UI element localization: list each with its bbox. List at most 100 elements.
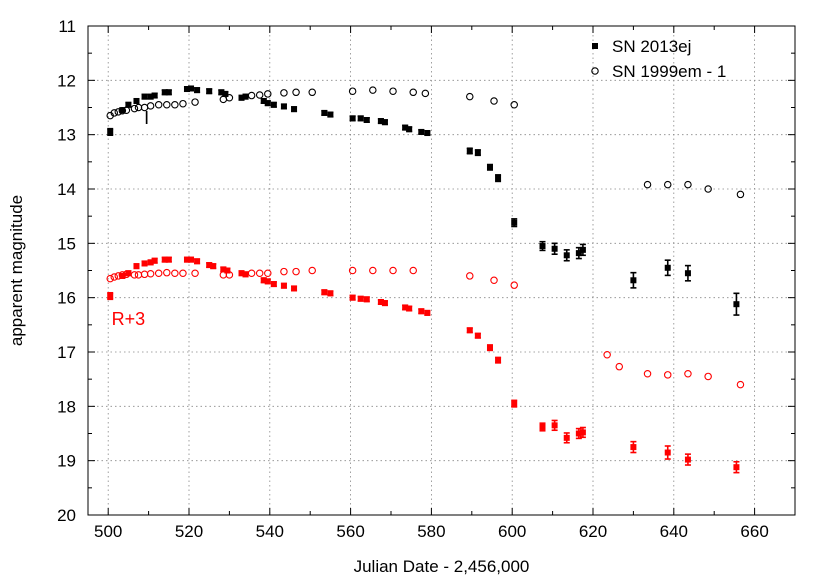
y-axis-label: apparent magnitude (7, 195, 26, 346)
data-point (363, 116, 370, 123)
data-point (130, 271, 139, 279)
axis-ticks (88, 25, 796, 516)
data-point (389, 266, 397, 275)
data-point (348, 266, 357, 275)
data-point (369, 266, 377, 275)
data-point (179, 99, 187, 108)
data-point (107, 291, 114, 301)
data-point (270, 101, 277, 108)
data-point (579, 426, 586, 439)
data-point (490, 97, 498, 105)
data-point (191, 98, 199, 106)
data-point (418, 308, 425, 315)
data-point (165, 256, 172, 263)
data-point (280, 282, 287, 289)
y-tick-label: 12 (57, 71, 76, 90)
data-point (264, 90, 272, 98)
data-point (510, 101, 518, 109)
data-point (280, 267, 288, 276)
data-point (466, 147, 473, 155)
data-point (369, 86, 377, 94)
data-point (191, 269, 199, 277)
data-point (615, 362, 624, 371)
data-point (409, 88, 417, 97)
data-point (733, 460, 740, 474)
y-tick-label: 13 (57, 126, 76, 145)
legend-item: SN 1999em - 1 (591, 62, 726, 81)
data-point (255, 91, 264, 99)
x-tick-label: 500 (94, 522, 122, 541)
data-point (474, 332, 481, 339)
data-point (539, 422, 546, 432)
data-point (106, 274, 114, 283)
data-point (308, 266, 316, 275)
data-point (194, 258, 201, 265)
data-point (151, 257, 158, 264)
data-point (292, 88, 300, 97)
data-point (663, 180, 672, 189)
data-point (292, 267, 300, 276)
data-point (264, 278, 271, 285)
legend-label: SN 2013ej (612, 37, 691, 56)
y-tick-label: 16 (57, 289, 76, 308)
data-point (349, 294, 356, 301)
data-point (704, 185, 712, 193)
data-point (238, 270, 245, 277)
data-point (238, 94, 245, 101)
data-point (511, 399, 518, 408)
data-point (551, 242, 558, 255)
data-point (327, 111, 334, 118)
x-tick-label: 600 (498, 522, 526, 541)
data-point (118, 107, 127, 115)
data-point (188, 256, 195, 263)
data-point (643, 180, 652, 189)
data-point (466, 92, 474, 101)
y-tick-label: 17 (57, 343, 76, 362)
data-point (130, 104, 139, 113)
data-point (736, 380, 745, 389)
data-point (406, 126, 413, 133)
data-point (551, 419, 558, 432)
data-point (321, 109, 328, 116)
data-point (321, 289, 328, 296)
data-point (357, 295, 364, 302)
data-point (264, 269, 272, 277)
x-axis-label: Julian Date - 2,456,000 (354, 557, 530, 576)
legend-item: SN 2013ej (592, 37, 691, 56)
plot-frame (87, 25, 796, 516)
data-point (733, 292, 740, 316)
data-point (247, 269, 256, 277)
data-point (270, 281, 277, 288)
data-point (381, 119, 388, 126)
data-point (146, 102, 155, 110)
data-point (242, 271, 249, 278)
annotations: IR+3 (112, 108, 149, 329)
data-point (563, 432, 570, 444)
data-point (575, 427, 582, 440)
data-point (107, 127, 114, 137)
x-tick-label: 560 (336, 522, 364, 541)
legend-marker (591, 67, 599, 75)
data-point (486, 344, 493, 352)
data-point (188, 85, 195, 92)
y-tick-label: 15 (57, 234, 76, 253)
data-point (490, 276, 498, 285)
data-point (406, 305, 413, 312)
data-point (118, 271, 127, 279)
data-point (474, 149, 481, 157)
data-point (114, 108, 123, 116)
data-point (539, 240, 546, 252)
x-tick-label: 580 (417, 522, 445, 541)
grid-lines (88, 26, 795, 515)
data-point (736, 190, 745, 199)
data-point (225, 93, 234, 102)
data-point (133, 263, 140, 270)
data-point (363, 296, 370, 303)
y-tick-label: 20 (57, 506, 76, 525)
data-point (206, 88, 213, 95)
x-tick-label: 640 (660, 522, 688, 541)
data-point (141, 93, 148, 100)
